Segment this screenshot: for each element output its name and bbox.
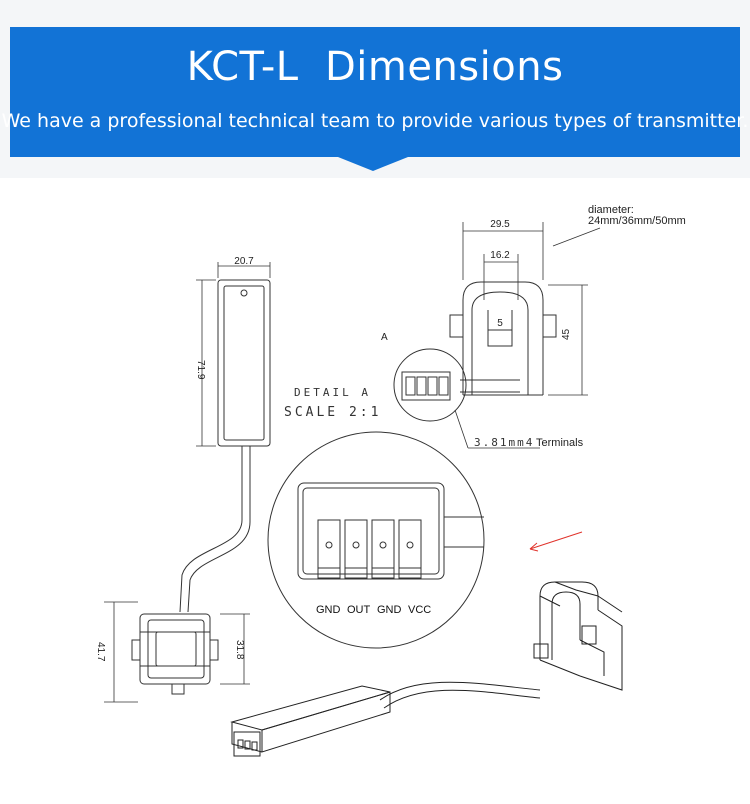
detail-a-marker: A [381, 332, 540, 449]
page-title: KCT-L Dimensions [186, 44, 564, 90]
dim-ct-gap: 5 [497, 318, 503, 329]
dim-ct-width: 29.5 [490, 219, 510, 230]
pin-label-3: GND [377, 604, 402, 616]
pin-label-2: OUT [347, 604, 371, 616]
module-top-view: 20.7 71.9 [195, 256, 271, 447]
ct-front-view: 29.5 16.2 5 45 [449, 219, 601, 396]
dim-module-width: 20.7 [234, 256, 254, 267]
terminal-label: Terminals [536, 437, 584, 449]
detail-a-enlarged [267, 431, 485, 649]
terminal-pitch: 3.81mm4 [474, 436, 534, 449]
dim-module-length: 71.9 [195, 360, 206, 380]
dim-clip-height: 41.7 [95, 642, 106, 662]
detail-label: DETAIL A [294, 386, 371, 399]
dim-ct-height: 45 [561, 328, 572, 340]
diameter-values: 24mm/36mm/50mm [588, 215, 686, 227]
section-marker: A [381, 332, 388, 343]
pointer-arrow [529, 531, 583, 552]
scale-label: SCALE 2:1 [284, 405, 381, 420]
dim-clip-inner: 31.8 [234, 640, 245, 660]
clip-side-view: 41.7 31.8 [95, 601, 250, 703]
product-ct-3d [533, 581, 623, 691]
title-banner [10, 27, 740, 157]
banner-pointer [338, 157, 408, 171]
pin-label-4: VCC [408, 604, 431, 616]
diameter-label: diameter: [588, 204, 634, 216]
product-cable-3d [379, 681, 541, 709]
page-subtitle: We have a professional technical team to… [1, 110, 749, 132]
cable [179, 446, 251, 613]
dim-ct-window: 16.2 [490, 250, 510, 261]
product-module-3d [230, 685, 391, 757]
pin-label-1: GND [316, 604, 341, 616]
